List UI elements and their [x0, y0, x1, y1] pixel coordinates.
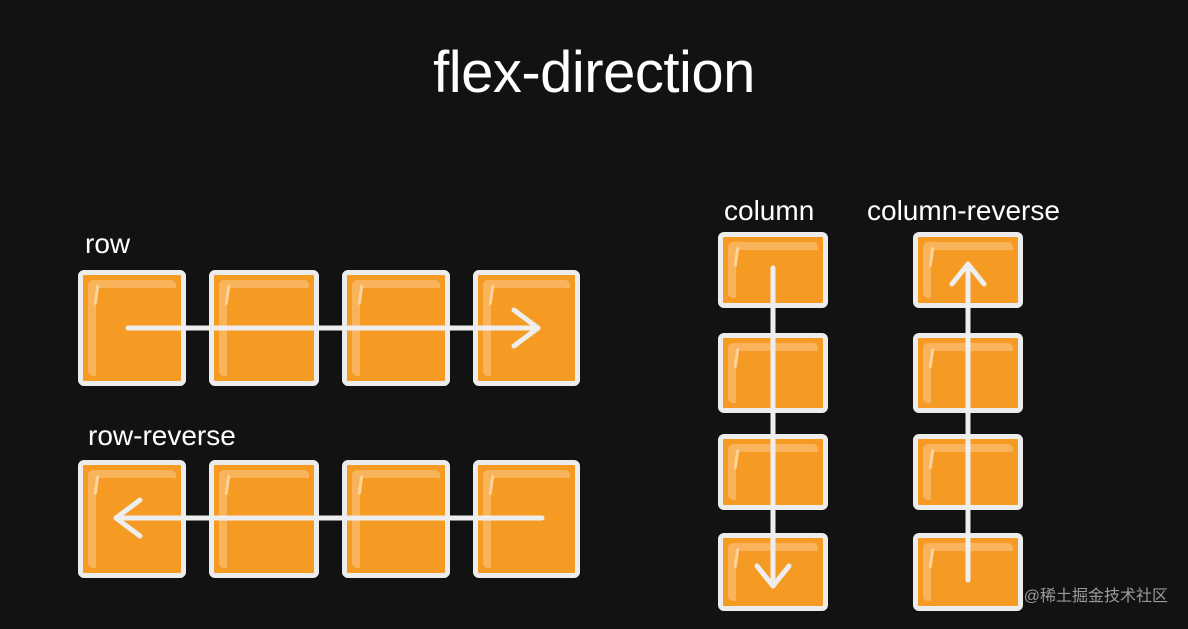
row-box-4 [473, 270, 580, 386]
row-reverse-box-4 [473, 460, 580, 578]
column-box-3 [718, 434, 828, 510]
column-box-2 [718, 333, 828, 413]
site-watermark: @稀土掘金技术社区 [1023, 588, 1168, 605]
label-row: row [85, 228, 131, 259]
diagram-title: flex-direction [433, 40, 755, 105]
column-box-4 [718, 533, 828, 611]
column-reverse-box-3 [913, 434, 1023, 510]
column-reverse-box-4 [913, 533, 1023, 611]
column-box-1 [718, 232, 828, 308]
column-reverse-box-1 [913, 232, 1023, 308]
row-box-1 [78, 270, 186, 386]
label-row-reverse: row-reverse [88, 420, 236, 451]
row-box-2 [209, 270, 319, 386]
label-column-reverse: column-reverse [867, 195, 1060, 226]
row-reverse-box-1 [78, 460, 186, 578]
row-reverse-box-2 [209, 460, 319, 578]
row-reverse-box-3 [342, 460, 450, 578]
column-reverse-box-2 [913, 333, 1023, 413]
row-box-3 [342, 270, 450, 386]
label-column: column [724, 195, 815, 226]
